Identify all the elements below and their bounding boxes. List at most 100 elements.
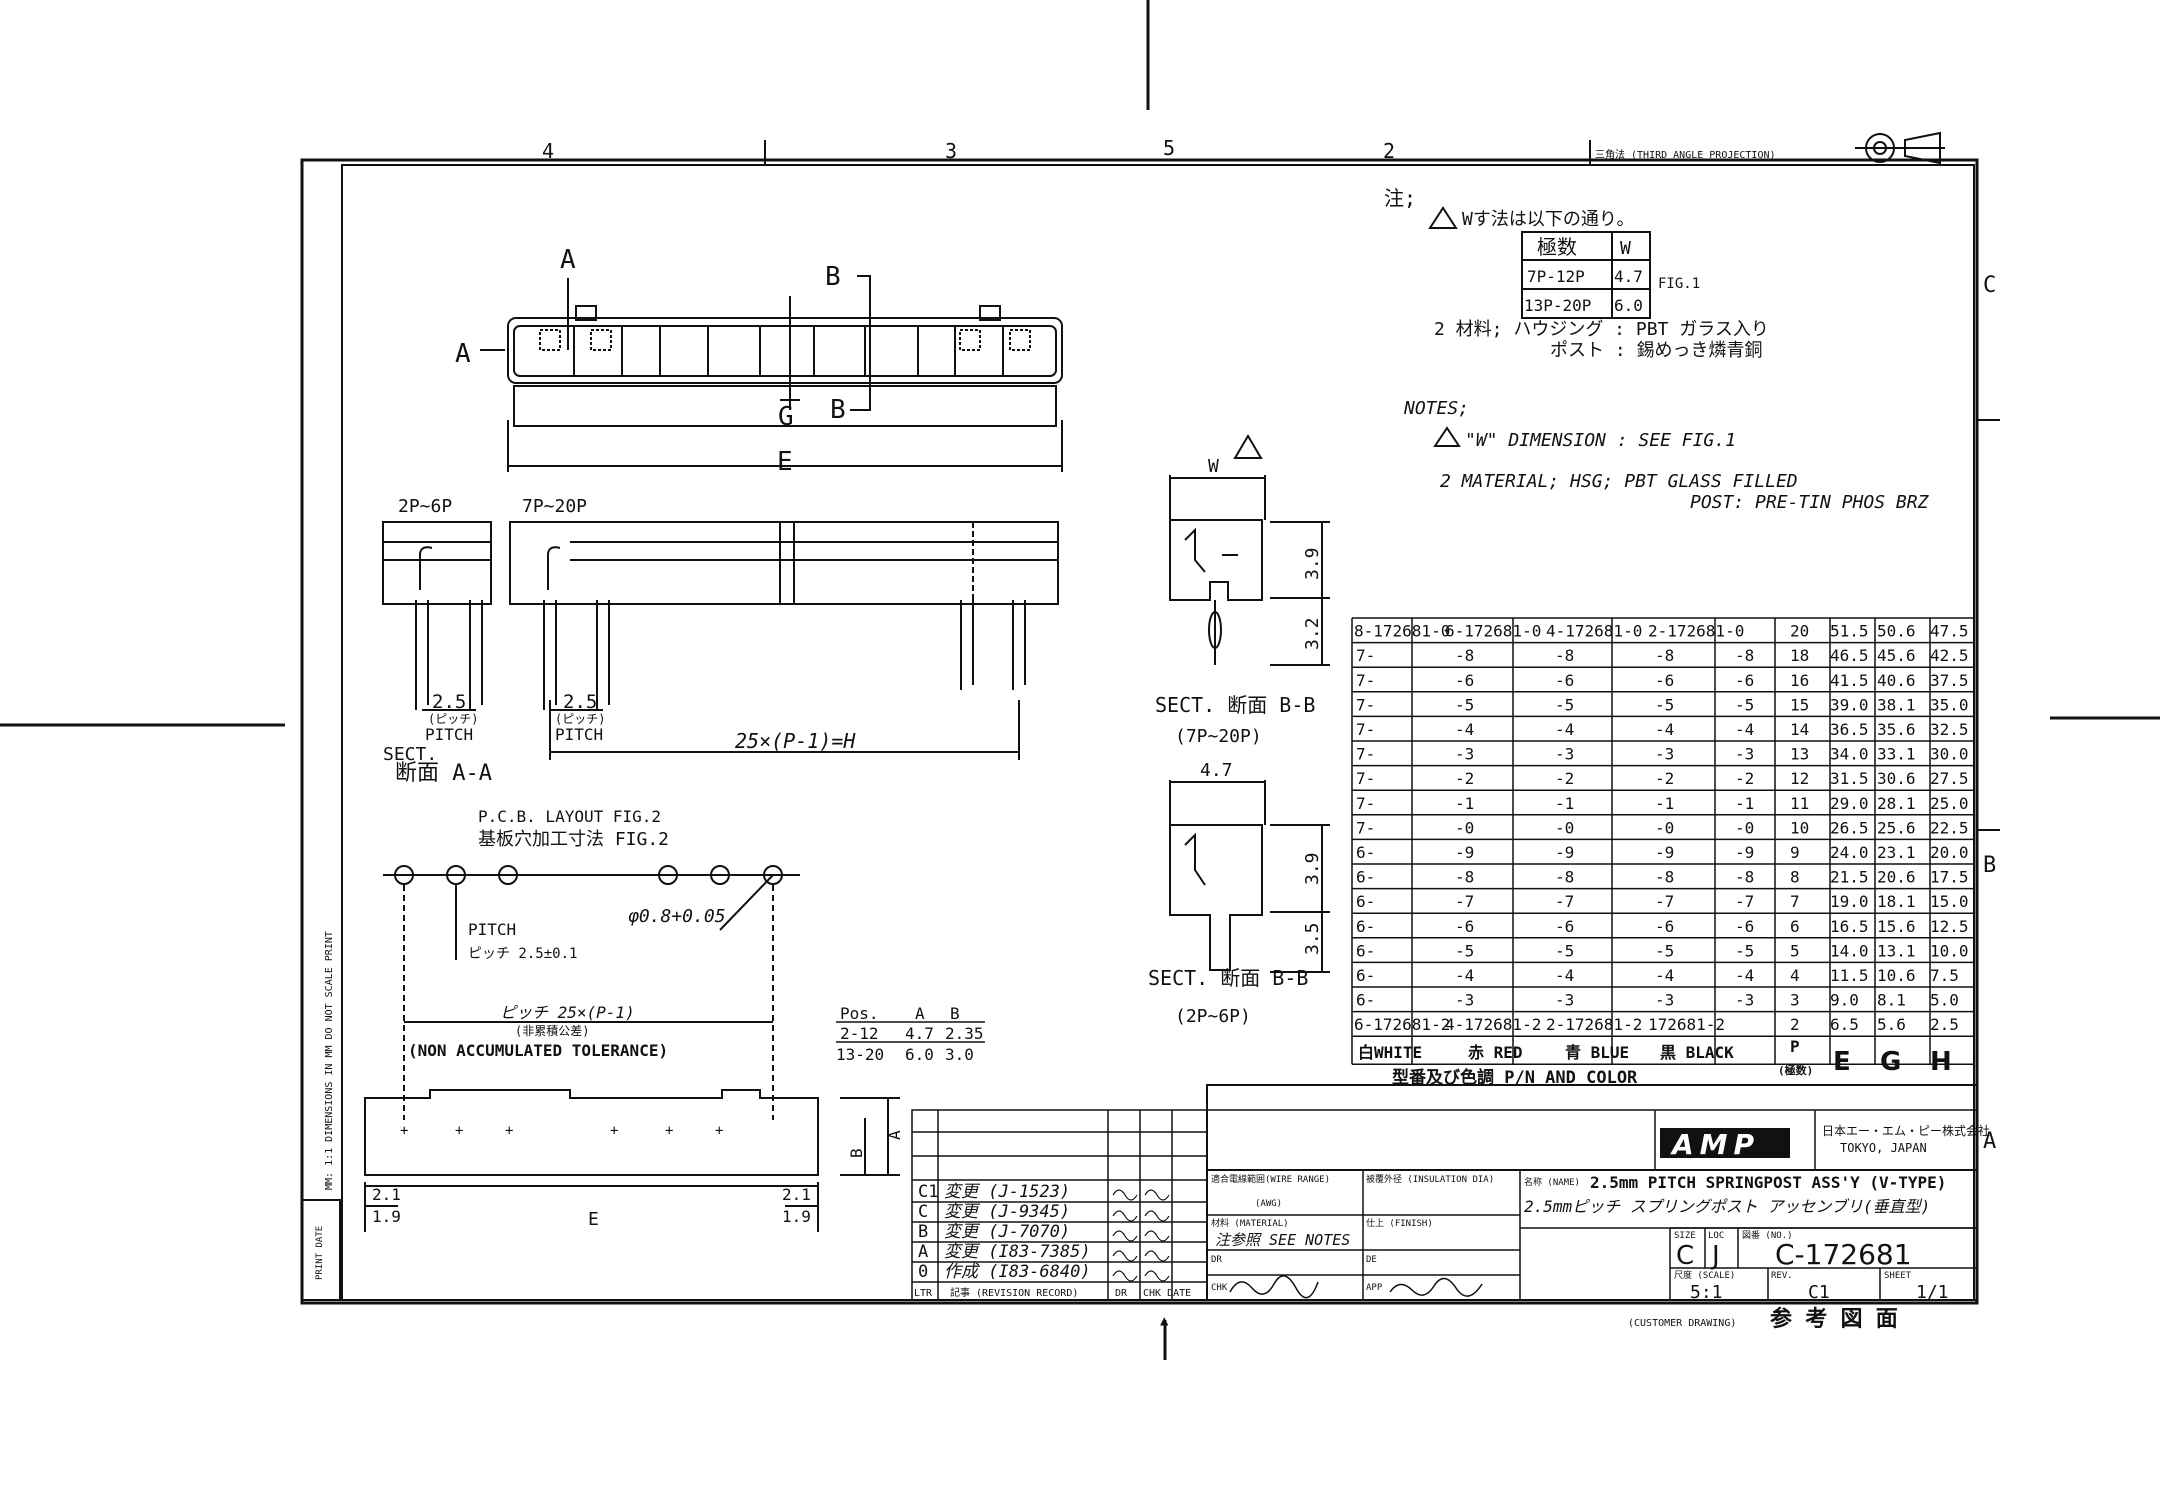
pcb-pitch-value: ピッチ 2.5±0.1 (468, 946, 577, 962)
pn-cell: 4-172681-0 (1546, 622, 1642, 641)
en-notes-title: NOTES; (1403, 398, 1469, 419)
pn-cell: 9 (1790, 843, 1800, 862)
pitch-value-right: 2.5 (563, 691, 597, 713)
company-city: TOKYO, JAPAN (1840, 1141, 1927, 1155)
pn-cell: -0 (1555, 818, 1574, 837)
pn-cell: 2 (1790, 1015, 1800, 1034)
pn-cell: 42.5 (1930, 646, 1969, 665)
pn-cell: -4 (1735, 720, 1754, 739)
revision-rows: C1 変更 (J-1523) C 変更 (J-9345) B 変更 (J-707… (914, 1182, 1191, 1299)
pn-cell: -8 (1455, 646, 1474, 665)
zone-ticks (764, 140, 2000, 831)
pn-header-white: 白WHITE (1358, 1043, 1422, 1062)
zone-4: 4 (542, 139, 554, 163)
customer-label: (CUSTOMER DRAWING) (1628, 1318, 1736, 1329)
pn-cell: 22.5 (1930, 818, 1969, 837)
pn-cell: 4 (1790, 966, 1800, 985)
zone-labels-top: 4 3 5 2 (542, 136, 1395, 163)
amp-logo: AMP (1660, 1128, 1790, 1161)
pn-cell: -1 (1455, 794, 1474, 813)
pn-cell: 14 (1790, 720, 1809, 739)
rev-footer-chk: CHK DATE (1143, 1288, 1191, 1299)
print-bottom-arrow: ▲ (1160, 1313, 1169, 1329)
en-note-2: 2 MATERIAL; HSG; PBT GLASS FILLED (1440, 471, 1798, 492)
signatures (1229, 1275, 1483, 1299)
pn-cell: 45.6 (1877, 646, 1916, 665)
pn-cell: 39.0 (1830, 695, 1869, 714)
pn-cell: 6 (1790, 917, 1800, 936)
pn-cell: -5 (1655, 941, 1674, 960)
pn-cell: 12 (1790, 769, 1809, 788)
print-date-box (301, 1199, 341, 1301)
note-1-flag-triangle (1233, 434, 1263, 459)
label-2p6p: 2P~6P (398, 496, 452, 517)
sect-label-bb-lower: SECT. 断面 B-B (1148, 966, 1308, 990)
pos-header-pos: Pos. (840, 1004, 879, 1023)
w-table-row-1-range: 7P-12P (1527, 267, 1585, 286)
pn-cell: 11.5 (1830, 966, 1869, 985)
dim-e-label: E (777, 447, 793, 477)
pn-cell: 13.1 (1877, 941, 1916, 960)
pn-cell: -2 (1735, 769, 1754, 788)
zone-2: 2 (1383, 139, 1395, 163)
sect-label-bb-upper-sub: (7P~20P) (1175, 726, 1262, 747)
svg-text:+: + (665, 1123, 673, 1139)
pn-cell: 38.1 (1877, 695, 1916, 714)
pn-cell: 6- (1356, 868, 1375, 887)
sect-aa-jp: 断面 A-A (395, 761, 492, 786)
notes: 注; Wす法は以下の通り。 極数 W 7P-12P 4.7 13P-20P 6.… (1384, 186, 1930, 513)
h-formula: 25×(P-1)=H (735, 729, 856, 753)
rev-footer-record: 記事 (REVISION RECORD) (950, 1286, 1078, 1299)
pcb-dim-e: E (588, 1209, 599, 1230)
note-1-flag (1428, 206, 1458, 229)
pn-cell: 4-172681-2 (1445, 1015, 1541, 1034)
pn-cell: -3 (1555, 991, 1574, 1010)
pn-cell: 6- (1356, 892, 1375, 911)
pcb-dim-21-right: 2.1 (782, 1185, 811, 1204)
pcb-dim-21-left: 2.1 (372, 1185, 401, 1204)
appr-label: APP (1366, 1283, 1383, 1293)
pcb-tolerance: (NON ACCUMULATED TOLERANCE) (408, 1041, 668, 1060)
pn-cell: 8-172681-0 (1354, 622, 1450, 641)
pn-cell: -1 (1655, 794, 1674, 813)
zone-5: 5 (1163, 136, 1175, 160)
dwg-label: 図番 (NO.) (1742, 1229, 1793, 1241)
pn-cell: -4 (1655, 720, 1674, 739)
zone-c: C (1983, 273, 1996, 298)
pcb-title-en: P.C.B. LAYOUT FIG.2 (478, 807, 661, 826)
pn-cell: -8 (1655, 646, 1674, 665)
pn-cell: -4 (1735, 966, 1754, 985)
pn-cell: 35.0 (1930, 695, 1969, 714)
pn-header-h: H (1930, 1047, 1952, 1077)
pn-cell: 6- (1356, 966, 1375, 985)
rev-row-4-desc: 変更 (I83-7385) (944, 1242, 1091, 1262)
pn-cell: 7- (1356, 745, 1375, 764)
width-47: 4.7 (1200, 760, 1233, 781)
section-bb-views (1169, 475, 1330, 973)
pn-cell: -6 (1455, 671, 1474, 690)
title-block-labels: 日本エー・エム・ピー株式会社 TOKYO, JAPAN 適合電線範囲(WIRE … (1211, 1123, 1990, 1332)
zone-3: 3 (945, 139, 957, 163)
pn-cell: 36.5 (1830, 720, 1869, 739)
pn-cell: -3 (1735, 991, 1754, 1010)
svg-text:+: + (455, 1123, 463, 1139)
pos-row-2-pos: 13-20 (836, 1045, 884, 1064)
pn-cell: 12.5 (1930, 917, 1969, 936)
pn-cell: 17.5 (1930, 868, 1969, 887)
rev-row-2-desc: 変更 (J-9345) (944, 1202, 1070, 1222)
name-jp: 2.5mmピッチ スプリングポスト アッセンブリ(垂直型) (1524, 1197, 1930, 1216)
pn-cell: 28.1 (1877, 794, 1916, 813)
pn-cell: 7- (1356, 769, 1375, 788)
rev-row-1-ltr: C1 (918, 1182, 938, 1202)
name-en: 2.5mm PITCH SPRINGPOST ASS'Y (V-TYPE) (1590, 1173, 1946, 1192)
zone-b: B (1983, 853, 1996, 878)
pn-cell: 51.5 (1830, 622, 1869, 641)
pitch-jp-right: (ピッチ) (555, 712, 605, 726)
pn-cell: 18 (1790, 646, 1809, 665)
pn-header-e: E (1833, 1047, 1851, 1077)
pn-cell: 7 (1790, 892, 1800, 911)
pn-cell: -2 (1555, 769, 1574, 788)
pn-cell: 7.5 (1930, 966, 1959, 985)
pn-cell: -0 (1455, 818, 1474, 837)
